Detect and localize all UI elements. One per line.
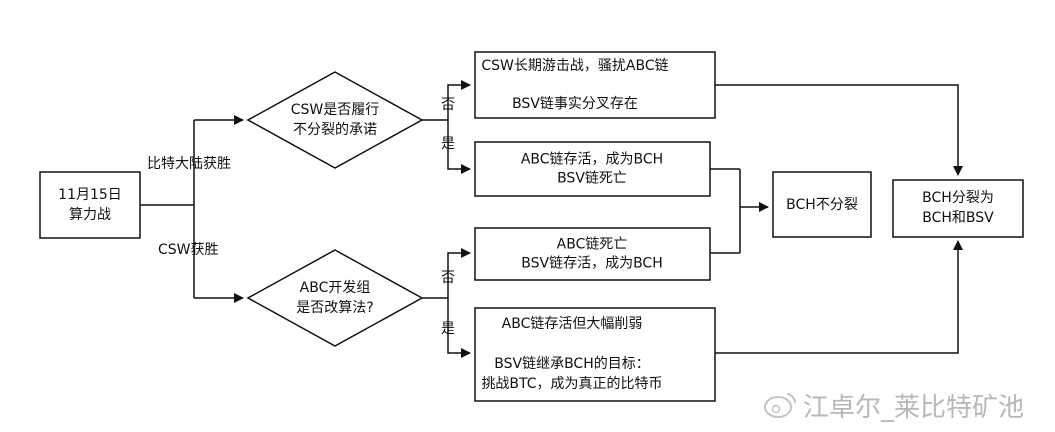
node-text-outcome-abc-weak-line-1: ABC链存活但大幅削弱: [502, 316, 643, 332]
watermark-text: 江卓尔_莱比特矿池: [803, 393, 1024, 423]
node-text-outcome-abc-alive-line-1: ABC链存活，成为BCH: [521, 152, 663, 168]
node-text-start-line-1: 11月15日: [58, 187, 122, 203]
node-text-decision-abc-line-2: 是否改算法?: [296, 300, 373, 316]
edge-label-yes-2: 是: [441, 321, 455, 337]
node-text-outcome-abc-alive-line-2: BSV链死亡: [557, 171, 627, 187]
weibo-icon: [764, 393, 797, 418]
arrow-guerrilla-to-split: [715, 84, 963, 176]
arrow-abc-yes: [447, 298, 471, 358]
watermark: 江卓尔_莱比特矿池: [764, 393, 1024, 423]
node-text-outcome-abc-weak-line-3: BSV链继承BCH的目标：: [494, 356, 649, 372]
decision-csw-diamond: [246, 71, 424, 169]
node-text-outcome-abc-dead-line-1: ABC链死亡: [557, 237, 628, 253]
outcome-abc-weak-box: [474, 307, 716, 402]
node-text-bch-no-split-line-1: BCH不分裂: [786, 197, 858, 213]
outcome-guerrilla-box: [474, 51, 716, 119]
edge-label-no-1: 否: [441, 97, 455, 113]
bch-split-box: [892, 179, 1024, 238]
outcome-abc-dead-box: [474, 227, 711, 281]
outcome-abc-alive-box: [474, 141, 711, 197]
node-text-start-line-2: 算力战: [69, 207, 111, 223]
node-text-decision-csw-line-2: 不分裂的承诺: [293, 122, 377, 138]
bch-no-split-box: [772, 171, 872, 238]
arrow-csw-no: [447, 80, 471, 120]
node-text-bch-split-line-1: BCH分裂为: [922, 190, 994, 206]
edge-label-mainland-win: 比特大陆获胜: [147, 156, 231, 172]
node-text-bch-split-line-2: BCH和BSV: [922, 210, 994, 226]
node-text-outcome-guerrilla-line-3: BSV链事实分叉存在: [512, 96, 638, 112]
edge-label-csw-win: CSW获胜: [158, 242, 219, 258]
node-text-decision-abc-line-1: ABC开发组: [300, 280, 371, 296]
decision-abc-diamond: [246, 249, 424, 347]
node-text-outcome-abc-weak-line-4: 挑战BTC，成为真正的比特币: [481, 376, 662, 392]
node-text-outcome-abc-dead-line-2: BSV链存活，成为BCH: [521, 256, 662, 272]
arrow-weak-to-split: [715, 240, 963, 354]
node-text-outcome-guerrilla-line-1: CSW长期游击战，骚扰ABC链: [481, 58, 668, 74]
edge-label-no-2: 否: [441, 270, 455, 286]
arrow-csw-yes: [447, 120, 471, 174]
edge-label-yes-1: 是: [441, 136, 455, 152]
arrow-abc-no: [447, 248, 471, 298]
start-node: [39, 171, 141, 239]
node-text-decision-csw-line-1: CSW是否履行: [291, 102, 380, 118]
